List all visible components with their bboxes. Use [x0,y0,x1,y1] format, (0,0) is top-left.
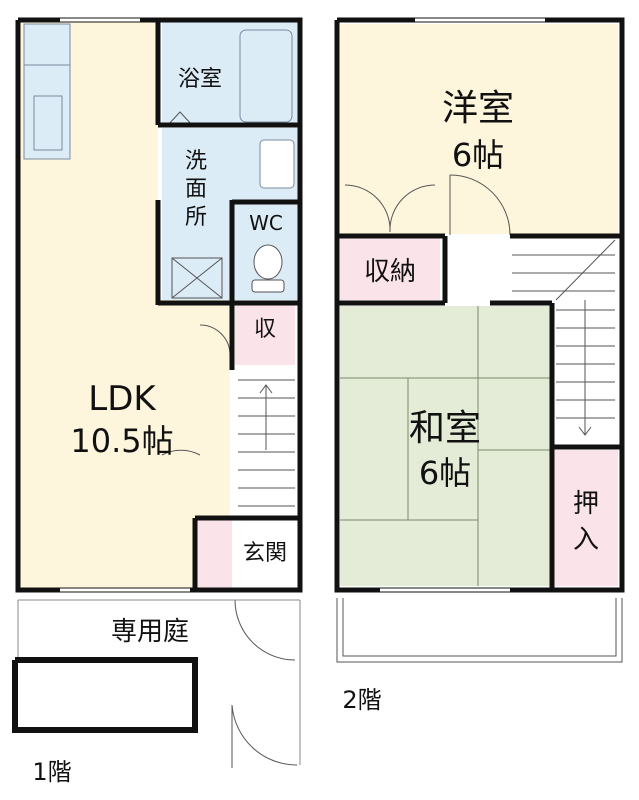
floor-2 [334,17,625,663]
western-entry-swing [449,174,511,236]
washroom-char-1: 洗 [185,149,207,174]
western-size: 6帖 [452,136,504,174]
washroom-label: 洗 面 所 [185,149,207,230]
oshiire-char-1: 押 [573,489,599,519]
ldk-size: 10.5帖 [70,422,173,460]
oshiire-char-2: 入 [573,525,599,555]
closet-label: 収納 [364,257,416,287]
western-door-swing-1 [344,184,391,233]
storage-label: 収 [254,317,276,342]
toilet-bowl [253,244,283,280]
stairs-floor-1 [238,379,295,507]
stair-floor [235,370,295,518]
gate-swing [231,704,298,766]
bath-door [167,111,193,126]
floor2-label: 2階 [342,686,381,714]
garden-label: 専用庭 [111,617,189,647]
ldk-label: LDK [88,379,157,419]
wc-label: WC [249,211,283,235]
balcony-outline [336,598,623,663]
bathtub [239,29,293,123]
washing-machine-space [171,257,223,299]
entrance-door-swing [234,599,296,661]
japanese-room-floor [340,306,550,586]
western-room-floor [340,24,618,234]
japanese-size: 6帖 [419,454,471,492]
entrance-label: 玄関 [243,541,287,566]
balcony-inner [342,598,617,657]
washroom-char-2: 面 [185,177,207,202]
floor-1 [12,17,303,768]
kitchen-counter [23,23,71,160]
floor1-label: 1階 [32,758,71,786]
storage-floor [235,305,295,365]
entrance-floor [235,520,298,588]
western-door-swing-2 [389,184,436,233]
wash-basin [259,139,295,189]
toilet-tank [251,279,285,293]
tatami-lines [340,306,550,586]
oshiire-label: 押 入 [573,489,599,555]
garden-wall [12,657,198,733]
oshiire-floor [554,450,618,586]
washroom-char-3: 所 [185,205,207,230]
bath-label: 浴室 [178,67,222,92]
ldk-door-swing [161,449,201,456]
entrance-storage [197,520,232,588]
stairs-floor-2 [512,239,616,436]
kitchen-sink [33,95,63,151]
japanese-label: 和室 [409,408,481,449]
western-label: 洋室 [442,88,514,129]
closet-floor [340,238,440,300]
washer-diag-2 [171,257,223,299]
walls-floor-1 [15,17,303,593]
